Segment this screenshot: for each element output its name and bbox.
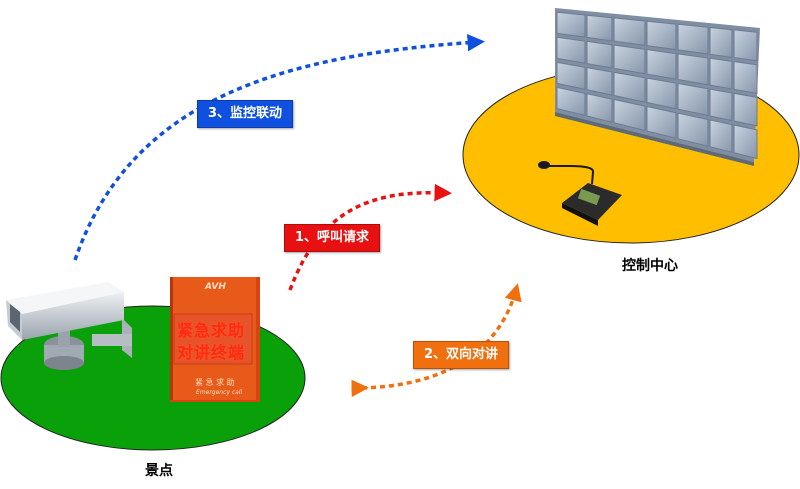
video-wall-screen (613, 17, 646, 46)
terminal-brand: AVH (205, 282, 226, 292)
emergency-terminal-icon (170, 277, 260, 402)
video-wall-screen (613, 71, 646, 103)
terminal-footer-en: Emergency call (196, 389, 243, 396)
video-wall-screen (556, 36, 586, 64)
video-wall-screen (709, 57, 733, 90)
surveillance-camera-icon (6, 282, 132, 370)
control-center-label: 控制中心 (622, 258, 678, 274)
video-wall-screen (556, 61, 586, 90)
video-wall-screen (709, 26, 733, 58)
video-wall-screen (646, 77, 677, 110)
step2-intercom-label: 2、双向对讲 (413, 341, 510, 369)
scenic-spot-label: 景点 (145, 463, 173, 479)
video-wall-screen (586, 67, 613, 96)
video-wall-screen (677, 112, 709, 147)
desk-microphone-icon (538, 161, 622, 226)
video-wall-screen (733, 124, 758, 160)
video-wall-screen (646, 49, 677, 80)
video-wall-screen (586, 14, 613, 42)
terminal-display-line2: 对讲终端 (177, 343, 246, 362)
video-wall-screen (613, 98, 646, 132)
video-wall-screen (677, 82, 709, 117)
monitoring-linkage-arrow (73, 33, 485, 261)
two-way-intercom-arrow (351, 283, 522, 398)
video-wall-icon (555, 8, 760, 166)
video-wall-screen (709, 88, 733, 122)
video-wall-screen (709, 119, 733, 153)
video-wall-screen (677, 53, 709, 86)
video-wall-screen (556, 86, 586, 117)
terminal-display-line1: 紧急求助 (177, 321, 246, 340)
video-wall-screen (733, 92, 758, 127)
step3-monitoring-label: 3、监控联动 (197, 100, 294, 128)
terminal-footer: 紧 急 求 助 (195, 378, 235, 387)
call-request-arrow (288, 183, 452, 291)
video-wall-screen (613, 44, 646, 75)
video-wall-screen (556, 11, 586, 38)
video-wall-screen (646, 20, 677, 51)
video-wall-screen (677, 23, 709, 55)
video-wall-screen (586, 93, 613, 123)
video-wall-screen (586, 40, 613, 69)
video-wall-screen (646, 105, 677, 139)
video-wall-screen (733, 29, 758, 62)
step1-call-request-label: 1、呼叫请求 (284, 224, 381, 252)
video-wall-screen (733, 61, 758, 94)
